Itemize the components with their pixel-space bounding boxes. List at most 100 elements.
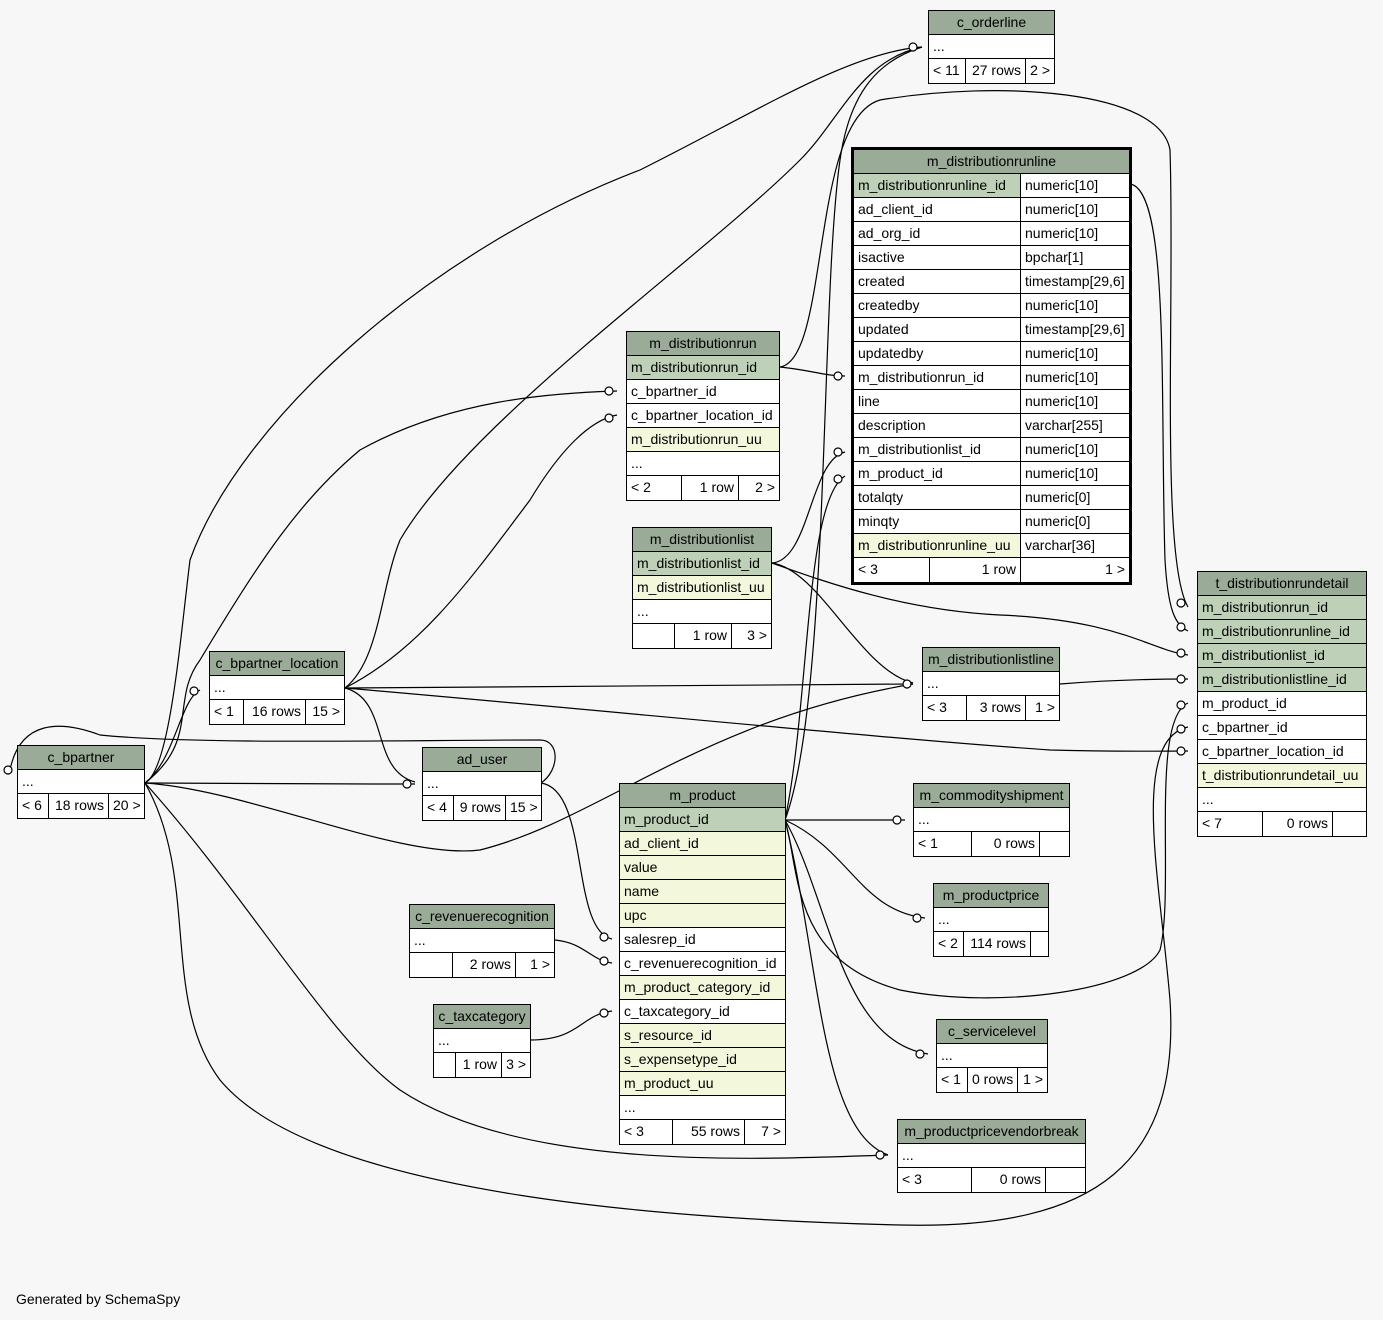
table-row: ... <box>620 1096 785 1120</box>
parents-link[interactable] <box>633 624 674 648</box>
table-row: c_bpartner_id <box>1198 716 1366 740</box>
edge-bplocation-distrun <box>344 414 618 689</box>
row-count: 0 rows <box>971 832 1039 856</box>
table-row: m_distributionrun_uu <box>627 428 779 452</box>
table-row: salesrep_id <box>620 928 785 952</box>
row-count: 1 row <box>929 558 1020 582</box>
table-footer: < 3 1 row 1 > <box>854 558 1129 582</box>
table-m-commodityshipment[interactable]: m_commodityshipment ... < 1 0 rows <box>913 783 1070 857</box>
table-header: m_distributionlist <box>633 528 771 552</box>
children-link[interactable]: 15 > <box>505 796 541 820</box>
table-t-distributionrundetail[interactable]: t_distributionrundetail m_distributionru… <box>1197 571 1367 837</box>
children-link[interactable] <box>1045 1168 1085 1192</box>
table-footer: < 1 0 rows <box>914 832 1069 856</box>
children-link[interactable]: 1 > <box>1017 1068 1047 1092</box>
table-c-bpartner[interactable]: c_bpartner ... < 6 18 rows 20 > <box>17 745 145 819</box>
table-m-distributionlistline[interactable]: m_distributionlistline ... < 3 3 rows 1 … <box>922 647 1060 721</box>
parents-link[interactable]: < 3 <box>858 561 878 577</box>
parents-link[interactable]: < 3 <box>624 1123 644 1139</box>
edge-bplocation-detail <box>344 687 1189 752</box>
children-link[interactable]: 1 > <box>1025 696 1059 720</box>
row-count: 16 rows <box>243 700 305 724</box>
table-row: ... <box>923 672 1059 696</box>
table-row: m_distributionlist_id <box>633 552 771 576</box>
children-link[interactable]: 15 > <box>305 700 344 724</box>
table-row: ... <box>627 452 779 476</box>
table-footer: < 7 0 rows <box>1198 812 1366 836</box>
children-link[interactable]: 7 > <box>744 1120 785 1144</box>
table-header: m_productprice <box>934 884 1048 908</box>
table-m-productpricevendorbreak[interactable]: m_productpricevendorbreak ... < 3 0 rows <box>897 1119 1086 1193</box>
parents-link[interactable]: < 3 <box>927 699 947 715</box>
table-footer: < 1 16 rows 15 > <box>210 700 344 724</box>
children-link[interactable]: 3 > <box>501 1053 530 1077</box>
parents-link[interactable] <box>434 1053 455 1077</box>
table-row: ... <box>898 1144 1085 1168</box>
children-link[interactable] <box>1332 812 1366 836</box>
parents-link[interactable]: < 1 <box>941 1071 961 1087</box>
table-ad-user[interactable]: ad_user ... < 4 9 rows 15 > <box>422 747 542 821</box>
parents-link[interactable]: < 11 <box>933 62 960 78</box>
edge-bpartner-distrun <box>144 390 618 784</box>
table-footer: < 2 114 rows <box>934 932 1048 956</box>
table-c-taxcategory[interactable]: c_taxcategory ... 1 row 3 > <box>433 1004 531 1078</box>
table-m-distributionrun[interactable]: m_distributionrun m_distributionrun_id c… <box>626 331 780 501</box>
table-row: ... <box>1198 788 1366 812</box>
table-header: m_commodityshipment <box>914 784 1069 808</box>
table-footer: < 4 9 rows 15 > <box>423 796 541 820</box>
table-c-orderline[interactable]: c_orderline ... < 11 27 rows 2 > <box>928 10 1055 84</box>
children-link[interactable]: 1 > <box>515 953 554 977</box>
children-link[interactable] <box>1030 932 1048 956</box>
children-link[interactable] <box>1039 832 1069 856</box>
parents-link[interactable]: < 1 <box>214 703 234 719</box>
edge-distlist-detail <box>771 562 1189 656</box>
table-m-distributionlist[interactable]: m_distributionlist m_distributionlist_id… <box>632 527 772 649</box>
table-row: c_revenuerecognition_id <box>620 952 785 976</box>
edge-product-productprice <box>784 819 926 919</box>
parents-link[interactable] <box>410 953 452 977</box>
table-footer: < 3 55 rows 7 > <box>620 1120 785 1144</box>
table-c-bpartner-location[interactable]: c_bpartner_location ... < 1 16 rows 15 > <box>209 651 345 725</box>
table-row: m_distributionrun_id <box>1198 596 1366 620</box>
edge-bpartner-vendorbreak <box>144 782 889 1159</box>
children-link[interactable]: 1 > <box>1020 558 1129 582</box>
children-link[interactable]: 2 > <box>1025 59 1054 83</box>
children-link[interactable]: 2 > <box>738 476 779 500</box>
children-link[interactable]: 20 > <box>108 794 144 818</box>
parents-link[interactable]: < 3 <box>902 1171 922 1187</box>
edge-bpartner-detail <box>144 726 1189 1226</box>
table-footer: 1 row 3 > <box>633 624 771 648</box>
table-footer: < 3 3 rows 1 > <box>923 696 1059 720</box>
edge-product-vendorbreak <box>784 819 889 1156</box>
table-m-product[interactable]: m_product m_product_id ad_client_id valu… <box>619 783 786 1145</box>
table-c-revenuerecognition[interactable]: c_revenuerecognition ... 2 rows 1 > <box>409 904 555 978</box>
table-header: c_servicelevel <box>937 1020 1047 1044</box>
row-count: 114 rows <box>963 932 1030 956</box>
parents-link[interactable]: < 2 <box>631 479 651 495</box>
parents-link[interactable]: < 1 <box>918 835 938 851</box>
table-header: c_bpartner_location <box>210 652 344 676</box>
table-c-servicelevel[interactable]: c_servicelevel ... < 1 0 rows 1 > <box>936 1019 1048 1093</box>
edge-bplocation-aduser <box>344 687 416 783</box>
table-m-productprice[interactable]: m_productprice ... < 2 114 rows <box>933 883 1049 957</box>
table-footer: < 6 18 rows 20 > <box>18 794 144 818</box>
parents-link[interactable]: < 4 <box>427 799 447 815</box>
table-header: c_bpartner <box>18 746 144 770</box>
table-row: value <box>620 856 785 880</box>
parents-link[interactable]: < 2 <box>938 935 958 951</box>
table-row: c_bpartner_location_id <box>1198 740 1366 764</box>
table-row: m_distributionlistline_id <box>1198 668 1366 692</box>
table-row: ... <box>210 676 344 700</box>
table-m-distributionrunline[interactable]: m_distributionrunline m_distributionrunl… <box>851 147 1132 585</box>
parents-link[interactable]: < 6 <box>22 797 42 813</box>
children-link[interactable]: 3 > <box>731 624 771 648</box>
parents-link[interactable]: < 7 <box>1202 815 1222 831</box>
